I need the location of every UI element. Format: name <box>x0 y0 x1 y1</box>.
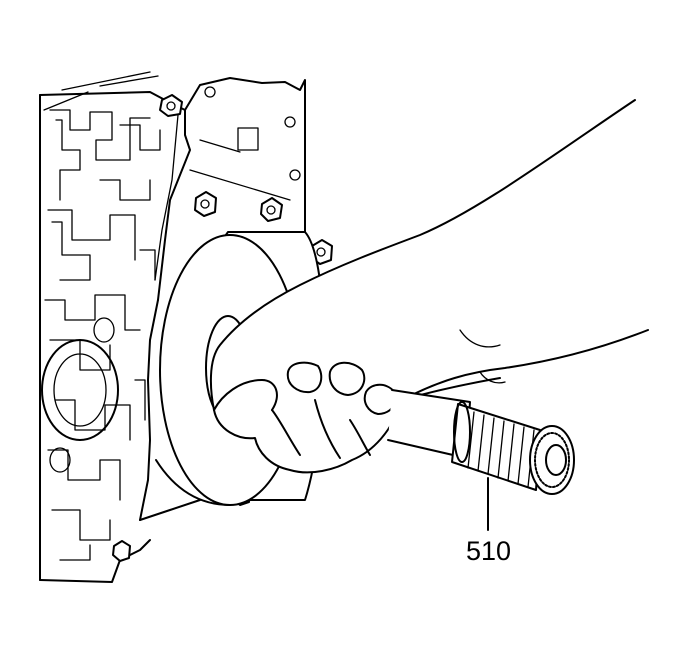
callout-510: 510 <box>466 477 511 566</box>
valve-body-case <box>39 71 306 583</box>
case-bolts <box>112 94 333 562</box>
shaft-splines <box>467 411 535 488</box>
input-shaft-510 <box>387 389 575 495</box>
technician-hand <box>209 99 649 474</box>
callout-label-510: 510 <box>466 536 511 566</box>
